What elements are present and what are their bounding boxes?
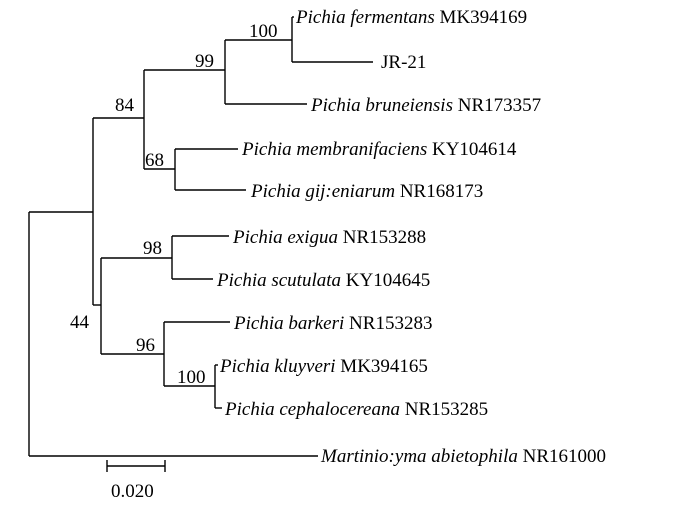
taxon-label: Pichia bruneiensis NR173357 [310, 95, 541, 116]
bootstrap-68: 68 [145, 150, 164, 171]
scale-bar: 0.020 [106, 460, 166, 502]
taxon-label: Pichia membranifaciens KY104614 [241, 139, 517, 160]
bootstrap-44: 44 [70, 312, 90, 333]
taxon-label: Pichia scutulata KY104645 [216, 270, 430, 291]
scale-bar-label: 0.020 [111, 481, 154, 502]
taxon-label: Pichia exigua NR153288 [232, 227, 426, 248]
bootstrap-99: 99 [195, 51, 214, 72]
taxon-label: Pichia cephalocereana NR153285 [224, 399, 488, 420]
bootstrap-100-kluyveri: 100 [177, 367, 206, 388]
bootstrap-84: 84 [115, 95, 135, 116]
bootstrap-98: 98 [143, 238, 162, 259]
taxon-label: Pichia fermentans MK394169 [295, 7, 527, 28]
bootstrap-values: 100 99 84 68 98 96 100 44 [70, 21, 278, 388]
taxon-label: Pichia gij:eniarum NR168173 [250, 181, 483, 202]
tree-branches [28, 16, 373, 457]
taxon-label: JR-21 [381, 52, 426, 73]
bootstrap-96: 96 [136, 335, 155, 356]
taxon-labels: Pichia fermentans MK394169 JR-21 Pichia … [216, 7, 606, 467]
taxon-label: Martinio:yma abietophila NR161000 [320, 446, 606, 467]
bootstrap-100-fermentans: 100 [249, 21, 278, 42]
taxon-label: Pichia barkeri NR153283 [233, 313, 432, 334]
taxon-label: Pichia kluyveri MK394165 [219, 356, 428, 377]
